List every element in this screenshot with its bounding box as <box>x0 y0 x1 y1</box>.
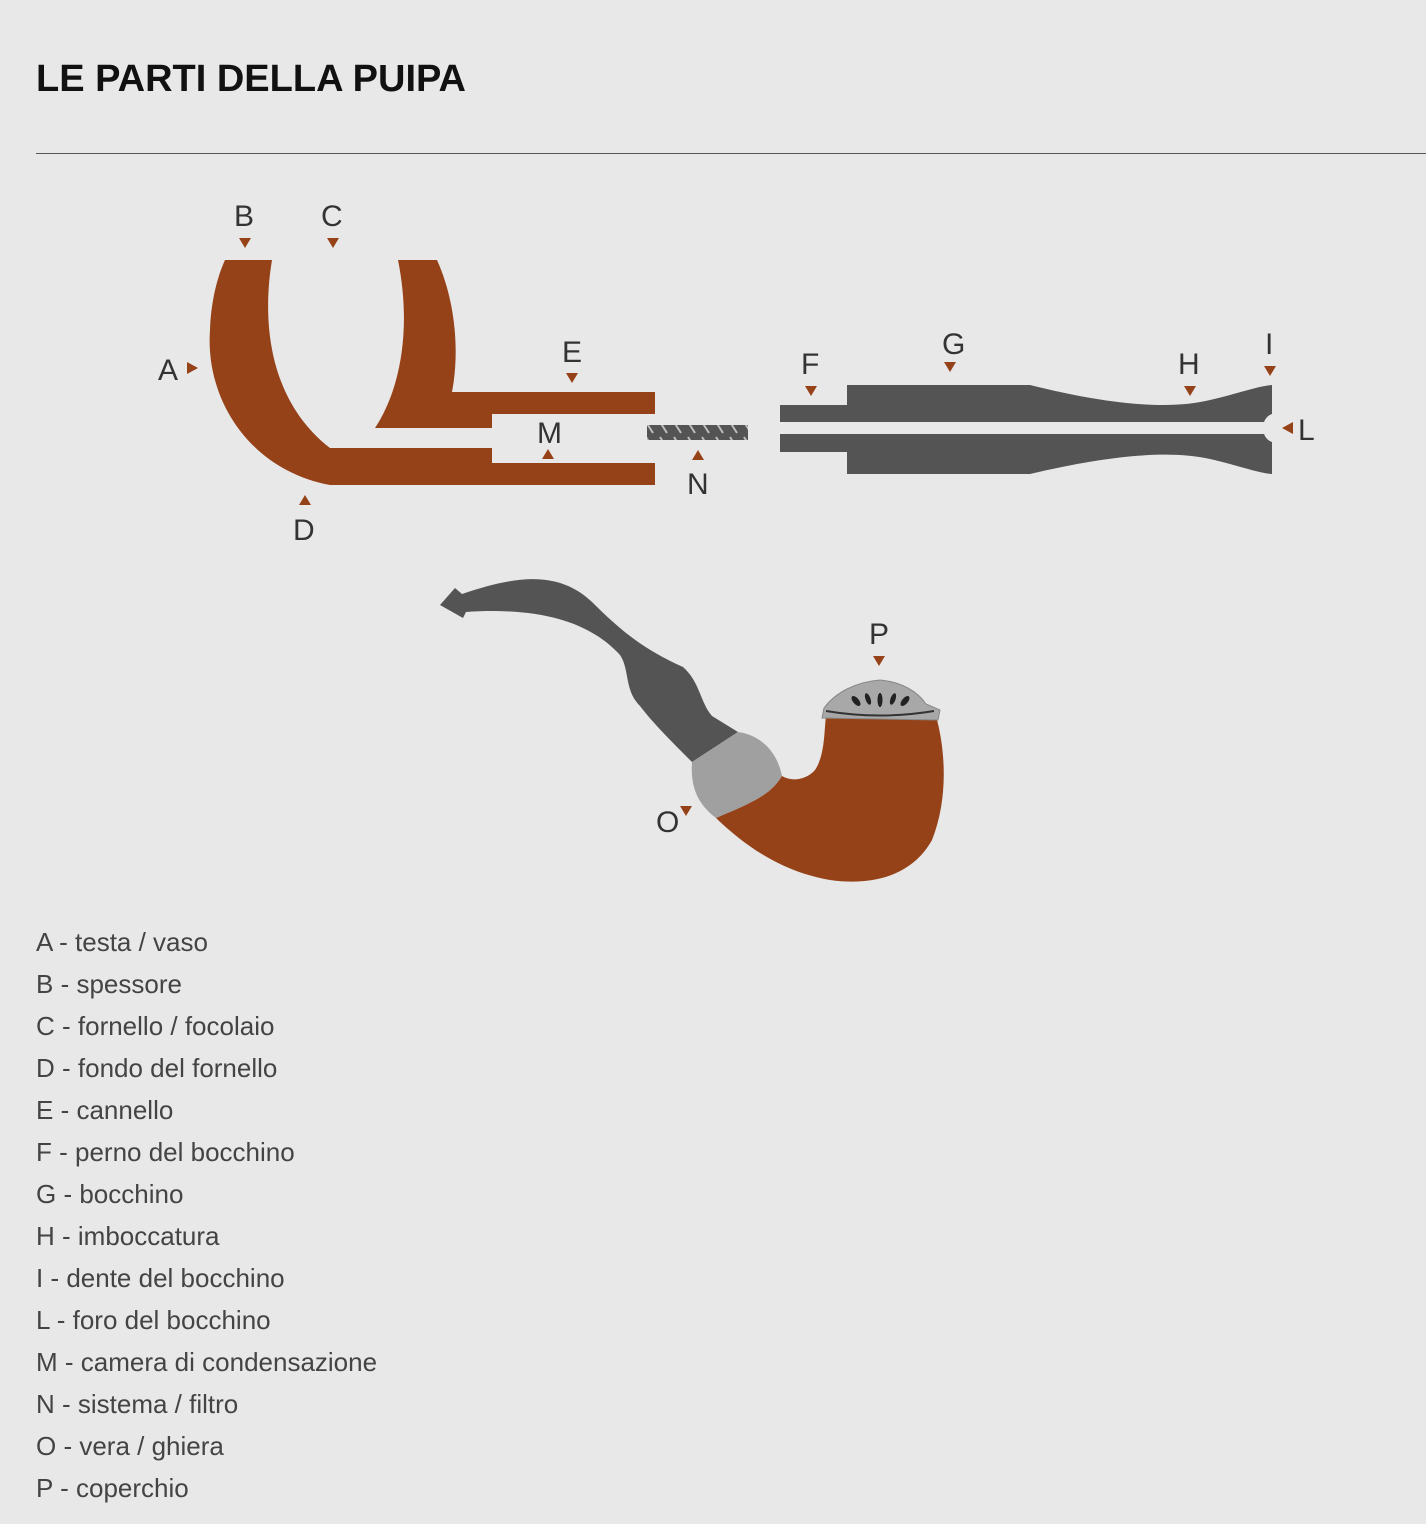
filter <box>647 425 748 440</box>
legend-item: A - testa / vaso <box>36 927 208 957</box>
legend-item: D - fondo del fornello <box>36 1053 278 1083</box>
parts-legend: A - testa / vaso B - spessore C - fornel… <box>36 925 377 1513</box>
label-p: P <box>869 618 889 651</box>
legend-item: P - coperchio <box>36 1473 189 1503</box>
legend-item: G - bocchino <box>36 1179 184 1209</box>
label-f: F <box>801 348 819 381</box>
legend-item: C - fornello / focolaio <box>36 1011 275 1041</box>
legend-item: O - vera / ghiera <box>36 1431 224 1461</box>
lid-vents <box>851 693 910 707</box>
legend-item: M - camera di condensazione <box>36 1347 378 1377</box>
label-d: D <box>293 514 315 547</box>
divider <box>36 153 1426 154</box>
label-n: N <box>687 468 709 501</box>
legend-item: F - perno del bocchino <box>36 1137 295 1167</box>
pipe-bowl <box>716 716 944 882</box>
label-o: O <box>656 806 679 839</box>
bowl-left-wall <box>209 260 655 485</box>
label-i: I <box>1265 328 1273 361</box>
mouthpiece-lower <box>780 434 1272 474</box>
label-c: C <box>321 200 343 233</box>
page-title: LE PARTI DELLA PUIPA <box>36 58 466 100</box>
pipe-stem <box>440 579 738 762</box>
legend-item: L - foro del bocchino <box>36 1305 271 1335</box>
label-l: L <box>1298 414 1315 447</box>
label-h: H <box>1178 348 1200 381</box>
legend-item: H - imboccatura <box>36 1221 220 1251</box>
label-e: E <box>562 336 582 369</box>
pipe-parts-diagram: A B C D E M N F G H I L P O <box>158 200 1315 882</box>
legend-item: I - dente del bocchino <box>36 1263 285 1293</box>
label-m: M <box>537 417 562 450</box>
mouthpiece-upper <box>780 385 1272 422</box>
legend-item: N - sistema / filtro <box>36 1389 239 1419</box>
mouthpiece-bore <box>1263 414 1272 442</box>
pipe-ferrule <box>691 732 782 818</box>
bowl-right-wall-shank <box>375 260 655 428</box>
legend-item: B - spessore <box>36 969 182 999</box>
markers <box>187 238 1293 816</box>
lid-rim <box>825 710 935 717</box>
label-a: A <box>158 354 178 387</box>
label-b: B <box>234 200 254 233</box>
label-g: G <box>942 328 965 361</box>
legend-item: E - cannello <box>36 1095 174 1125</box>
